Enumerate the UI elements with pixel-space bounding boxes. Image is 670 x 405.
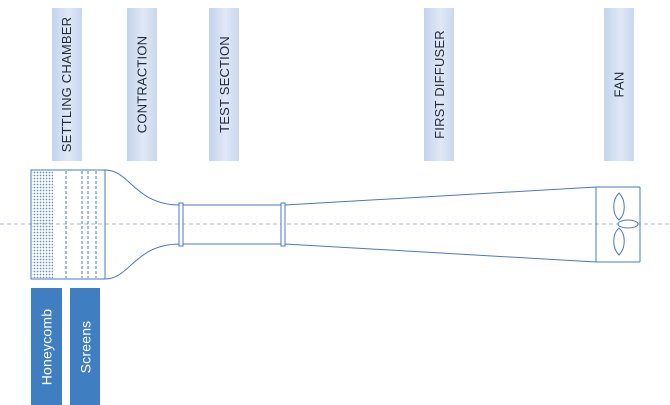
first-diffuser-label: FIRST DIFFUSER — [424, 8, 454, 161]
flange-test-start — [178, 202, 184, 247]
honeycomb-label: Honeycomb — [31, 288, 62, 405]
test-section-label: TEST SECTION — [209, 8, 239, 161]
contraction-top-wall — [104, 169, 181, 206]
flange-test-end — [280, 202, 286, 247]
honeycomb-grid — [32, 171, 53, 278]
screens-text: Screens — [77, 320, 94, 373]
diffuser-top-wall — [284, 186, 597, 206]
contraction-bottom-wall — [104, 243, 181, 280]
fan-blades-icon — [613, 192, 639, 256]
settling-chamber-box — [30, 169, 106, 280]
fan-label: FAN — [604, 8, 634, 161]
diffuser-bottom-wall — [284, 243, 597, 263]
screens-label: Screens — [70, 288, 100, 405]
honeycomb-text: Honeycomb — [38, 308, 55, 385]
contraction-label: CONTRACTION — [127, 8, 157, 161]
settling-chamber-label: SETTLING CHAMBER — [52, 8, 82, 161]
